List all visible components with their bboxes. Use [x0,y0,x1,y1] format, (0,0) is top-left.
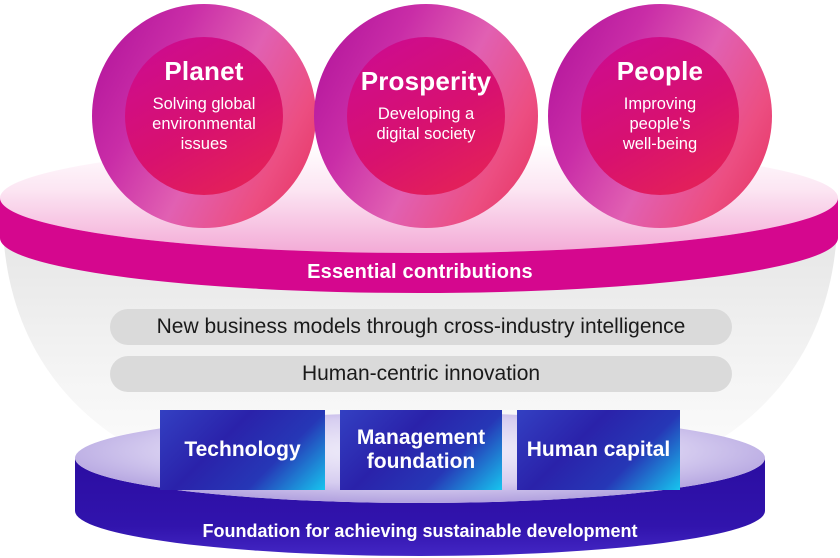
funnel-shape [4,244,836,464]
pillar-prosperity-content: Prosperity Developing a digital society [361,66,492,144]
pillar-circle-planet: Planet Solving global environmental issu… [92,4,316,228]
pillar-people-content: People Improving people's well-being [617,56,703,154]
capability-layer-label: Human-centric innovation [301,362,541,385]
pillar-people-title: People [616,55,704,86]
pillar-prosperity-title: Prosperity [360,65,492,96]
pillar-prosperity-subtitle: Developing a digital society [376,104,476,143]
capability-layer-human-centric-innovation: Human-centric innovation [110,356,732,392]
pillar-planet-title: Planet [164,55,244,86]
essential-disk-rim [0,198,838,293]
pillar-circle-planet-inner: Planet Solving global environmental issu… [125,37,283,195]
capability-layer-new-business-models: New business models through cross-indust… [110,309,732,345]
foundation-block-label: Human capital [526,437,671,461]
pillar-planet-content: Planet Solving global environmental issu… [143,56,265,154]
foundation-disk-rim [75,458,765,556]
pillar-circle-people-inner: People Improving people's well-being [581,37,739,195]
capability-layer-label: New business models through cross-indust… [156,315,686,338]
pillar-circle-prosperity: Prosperity Developing a digital society [314,4,538,228]
foundation-block-technology: Technology [160,410,325,490]
pillar-planet-subtitle: Solving global environmental issues [152,94,256,154]
foundation-block-management-foundation: Management foundation [340,410,502,490]
pillar-people-subtitle: Improving people's well-being [622,94,698,154]
essential-band-label: Essential contributions [307,260,533,283]
foundation-band-label: Foundation for achieving sustainable dev… [202,520,638,541]
foundation-block-human-capital: Human capital [517,410,680,490]
pillar-circle-people: People Improving people's well-being [548,4,772,228]
foundation-block-label: Technology [184,437,301,461]
foundation-block-label: Management foundation [356,425,486,473]
pillar-circle-prosperity-inner: Prosperity Developing a digital society [347,37,505,195]
